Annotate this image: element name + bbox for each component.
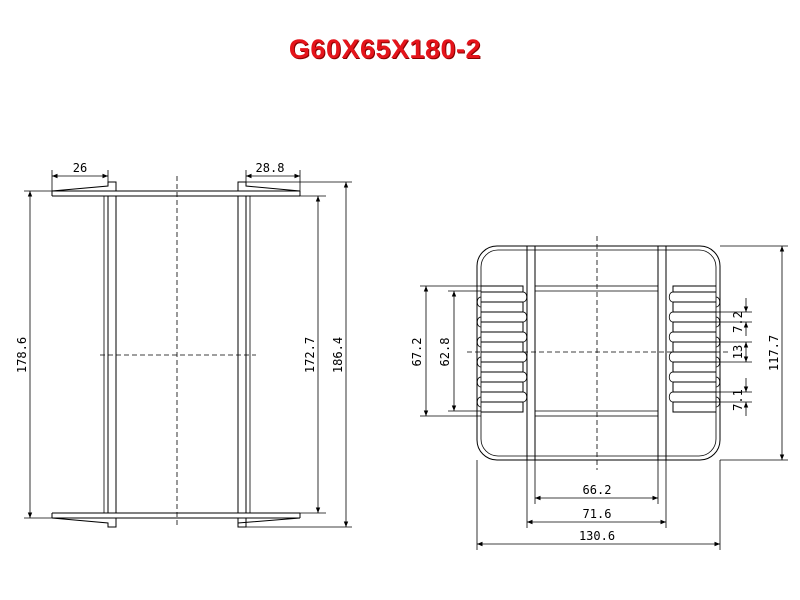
right-fins — [672, 285, 716, 413]
dim-bottom-mid: 71.6 — [583, 507, 612, 521]
dim-total-height: 117.7 — [767, 335, 781, 371]
dim-inner-height: 172.7 — [303, 337, 317, 373]
drawing-title: G60X65X180-2 — [288, 34, 482, 64]
top-right-flange — [237, 181, 301, 192]
dim-outer-height: 186.4 — [331, 337, 345, 373]
dim-fin-bottom: 7.1 — [731, 389, 745, 411]
left-plate — [107, 195, 117, 514]
inner-window — [534, 285, 659, 417]
dim-fin-top: 7.2 — [731, 311, 745, 333]
left-fins — [481, 285, 524, 413]
dim-bottom-inner: 66.2 — [583, 483, 612, 497]
dim-top-left: 26 — [73, 161, 87, 175]
front-view: 67.2 62.8 7.2 13 7.1 117.7 66.2 — [410, 236, 788, 550]
right-plate — [237, 195, 247, 514]
dim-fin-gap: 13 — [731, 345, 745, 359]
dim-top-right: 28.8 — [256, 161, 285, 175]
left-post — [526, 245, 536, 461]
dim-left-inner: 62.8 — [438, 338, 452, 367]
dim-bottom-total: 130.6 — [579, 529, 615, 543]
right-post — [657, 245, 667, 461]
side-view: 26 28.8 178.6 172.7 186.4 — [15, 161, 352, 528]
outer-profile — [476, 245, 721, 461]
bottom-left-flange — [51, 517, 117, 528]
dim-left-outer: 67.2 — [410, 338, 424, 367]
dim-height-left: 178.6 — [15, 337, 29, 373]
top-left-flange — [51, 181, 117, 192]
